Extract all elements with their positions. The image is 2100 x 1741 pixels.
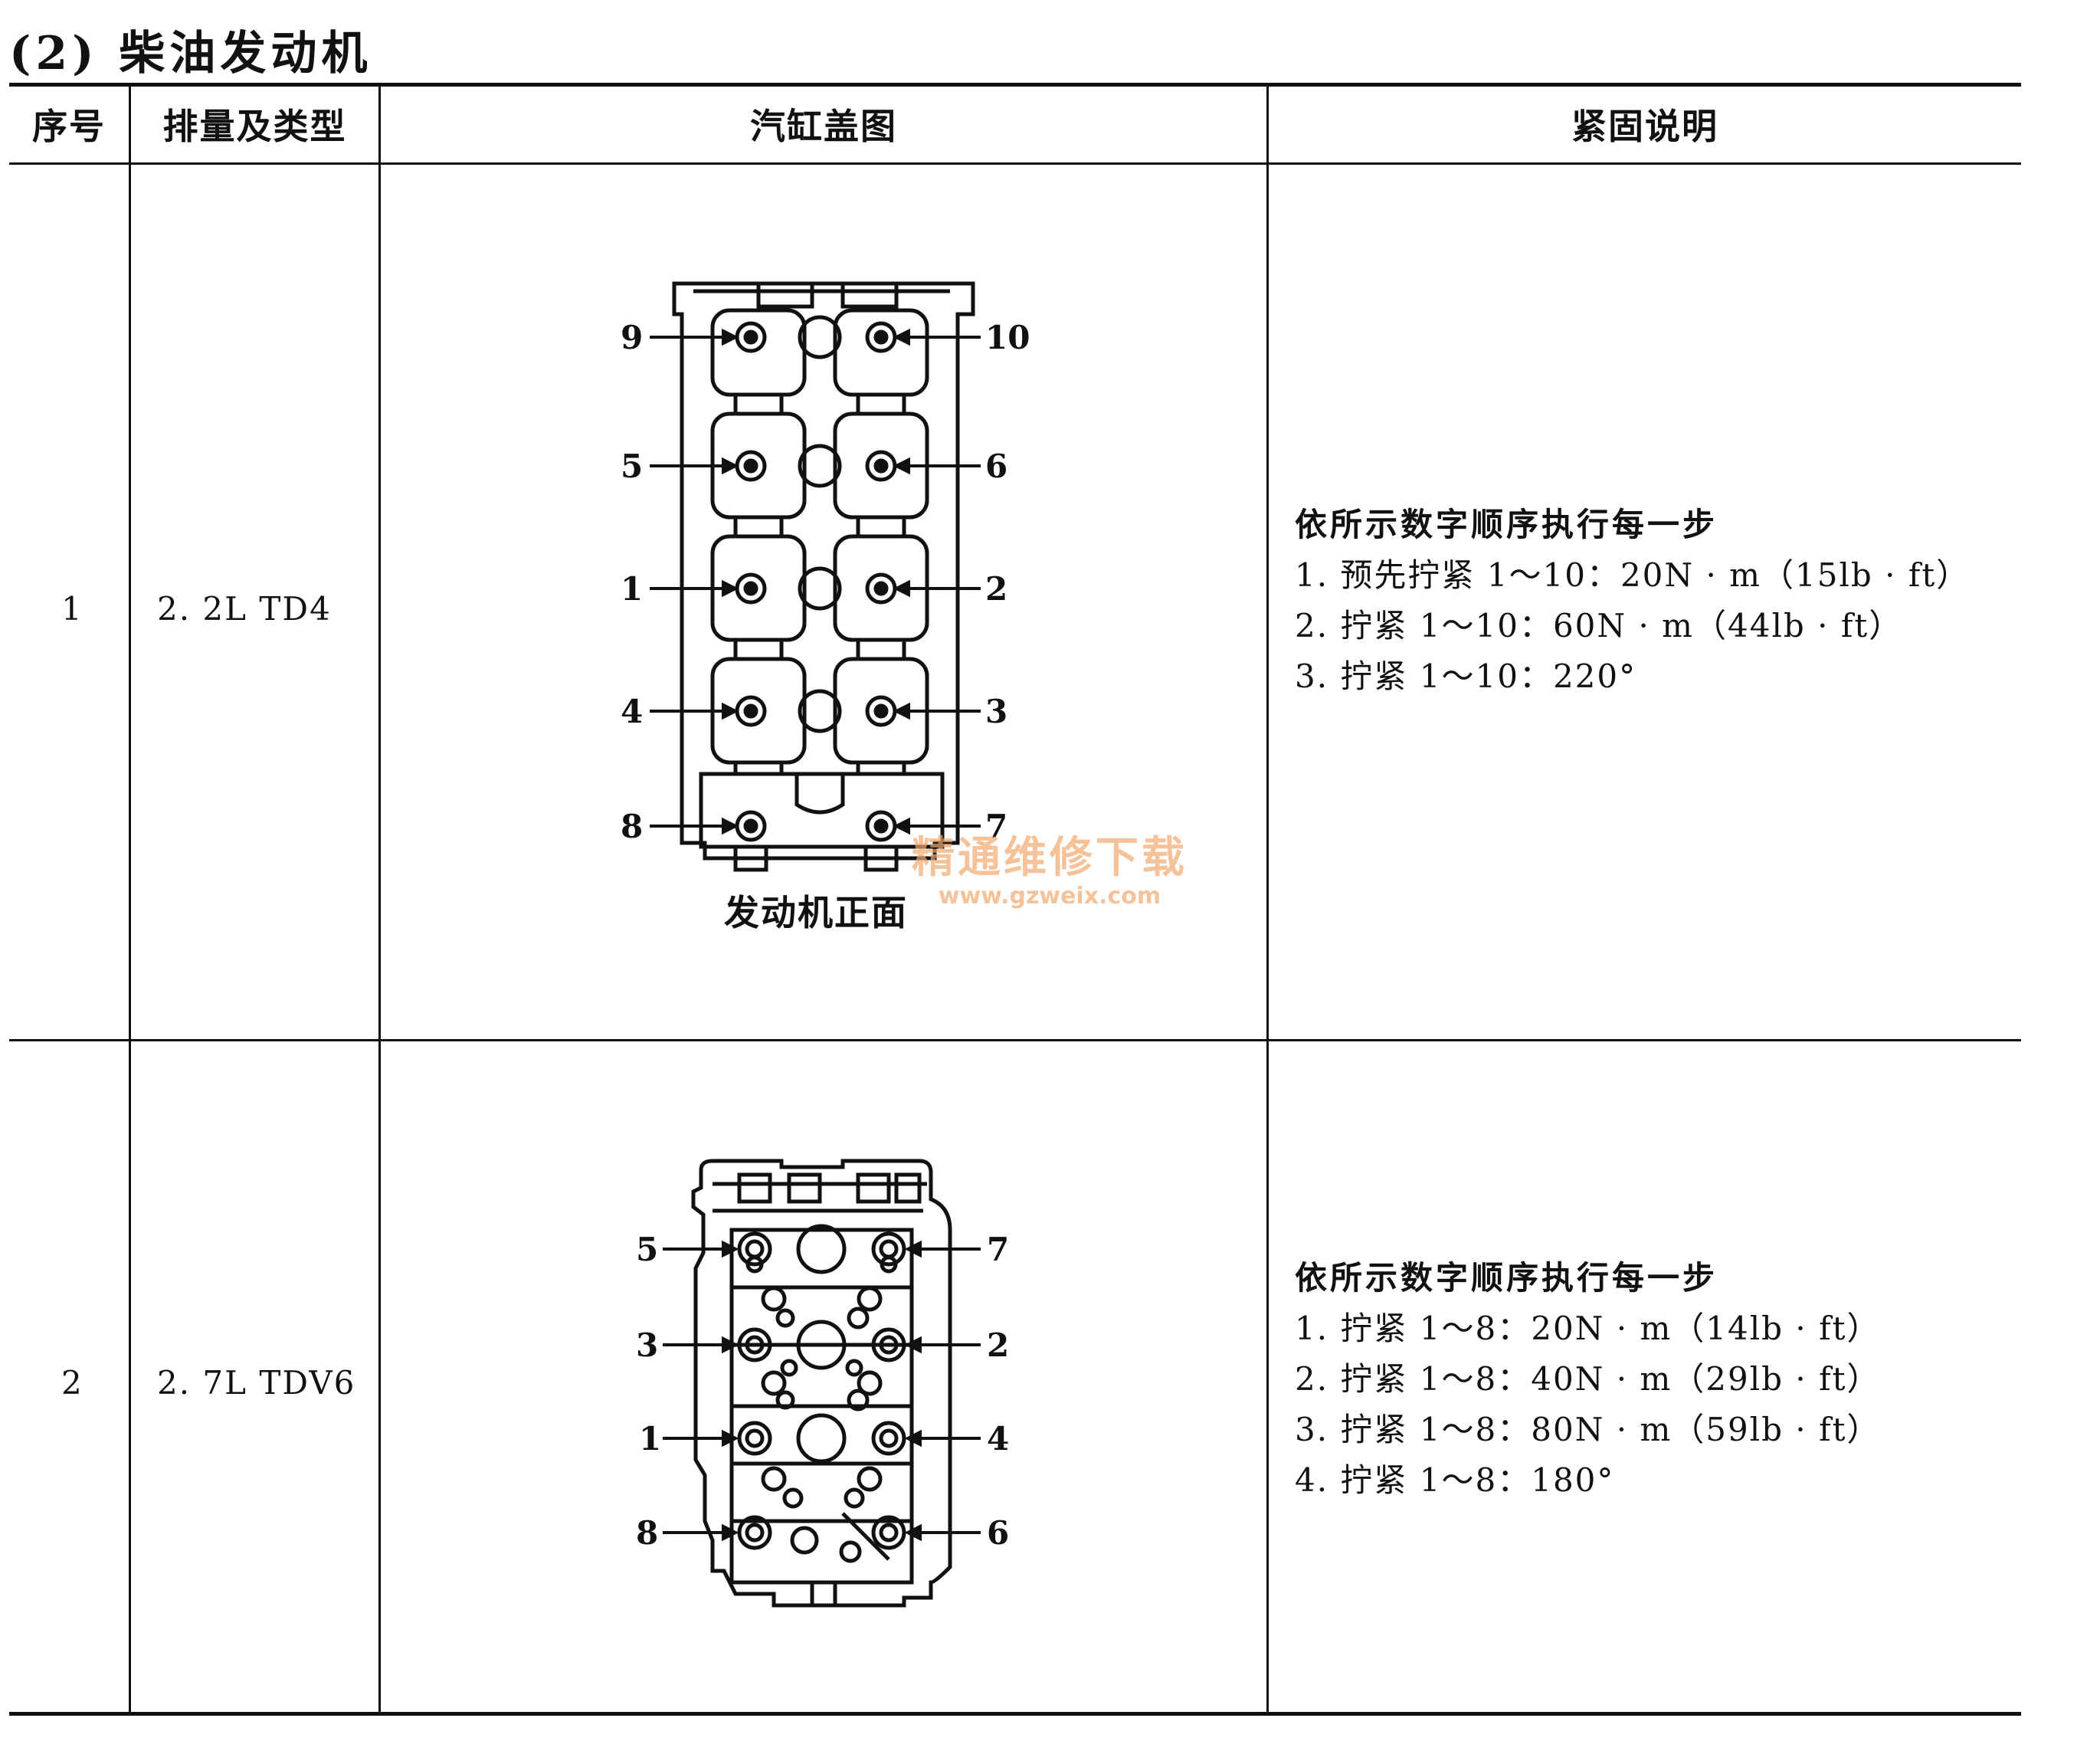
column-divider-3 <box>1266 86 1269 1712</box>
bolt-label-1: 1 <box>621 570 643 608</box>
header-displacement-type: 排量及类型 <box>162 106 347 147</box>
header-bottom-rule <box>9 162 2021 165</box>
bolt-label-4: 4 <box>987 1420 1009 1457</box>
watermark-line-2: www.gzweix.com <box>938 883 1161 910</box>
bolt-label-3: 3 <box>636 1326 658 1364</box>
header-index: 序号 <box>32 106 106 147</box>
row-1-engine: 2. 2L TD4 <box>157 590 332 628</box>
bolt-label-6: 6 <box>985 448 1007 485</box>
bolt-label-4: 4 <box>621 693 643 730</box>
bolt-label-5: 5 <box>636 1231 658 1268</box>
row-2-step-4: 4. 拧紧 1～8：180° <box>1295 1461 1615 1499</box>
bolt-label-2: 2 <box>985 570 1007 608</box>
bolt-label-10: 10 <box>985 319 1030 356</box>
row-1-diagram-caption: 发动机正面 <box>724 892 908 933</box>
row-2-index: 2 <box>61 1364 84 1402</box>
row-2-step-2: 2. 拧紧 1～8：40N · m（29lb · ft） <box>1295 1360 1881 1398</box>
row-1-notes-title: 依所示数字顺序执行每一步 <box>1295 506 1718 543</box>
row-1-tightening-notes: 依所示数字顺序执行每一步 1. 预先拧紧 1～10：20N · m（15lb ·… <box>1295 500 1970 702</box>
row-2-cylinder-head-diagram: 5 3 1 8 7 2 4 6 <box>628 1153 1027 1613</box>
row-1-step-3: 3. 拧紧 1～10：220° <box>1295 657 1637 695</box>
section-title: (2) 柴油发动机 <box>9 27 372 80</box>
row-1-step-1: 1. 预先拧紧 1～10：20N · m（15lb · ft） <box>1295 556 1971 594</box>
bolt-label-8: 8 <box>621 808 643 845</box>
column-divider-1 <box>129 86 131 1712</box>
row-2-tightening-notes: 依所示数字顺序执行每一步 1. 拧紧 1～8：20N · m（14lb · ft… <box>1295 1253 1881 1506</box>
bolt-label-3: 3 <box>985 693 1007 730</box>
bolt-label-7: 7 <box>985 808 1007 845</box>
row-2-step-1: 1. 拧紧 1～8：20N · m（14lb · ft） <box>1295 1310 1881 1347</box>
table-bottom-rule <box>9 1712 2021 1716</box>
header-cylinder-head-diagram: 汽缸盖图 <box>750 106 897 147</box>
bolt-label-1: 1 <box>639 1420 661 1457</box>
header-tightening-notes: 紧固说明 <box>1571 106 1718 147</box>
bolt-label-8: 8 <box>636 1514 658 1552</box>
bolt-label-2: 2 <box>987 1326 1009 1364</box>
bolt-label-9: 9 <box>621 319 643 356</box>
row-1-cylinder-head-diagram: 9 5 1 4 8 10 6 2 3 7 <box>613 276 1042 889</box>
bolt-label-5: 5 <box>621 448 643 485</box>
table-top-rule <box>9 83 2021 87</box>
column-divider-2 <box>378 86 381 1712</box>
row-1-step-2: 2. 拧紧 1～10：60N · m（44lb · ft） <box>1295 607 1903 644</box>
row-1-index: 1 <box>61 590 84 628</box>
row-2-step-3: 3. 拧紧 1～8：80N · m（59lb · ft） <box>1295 1411 1881 1448</box>
row-divider <box>9 1039 2021 1041</box>
row-2-engine: 2. 7L TDV6 <box>157 1364 356 1402</box>
watermark: 精通维修下载 www.gzweix.com <box>912 834 1188 910</box>
bolt-label-6: 6 <box>987 1514 1009 1552</box>
row-2-notes-title: 依所示数字顺序执行每一步 <box>1295 1259 1718 1297</box>
watermark-line-1: 精通维修下载 <box>912 833 1188 883</box>
bolt-label-7: 7 <box>987 1231 1009 1268</box>
